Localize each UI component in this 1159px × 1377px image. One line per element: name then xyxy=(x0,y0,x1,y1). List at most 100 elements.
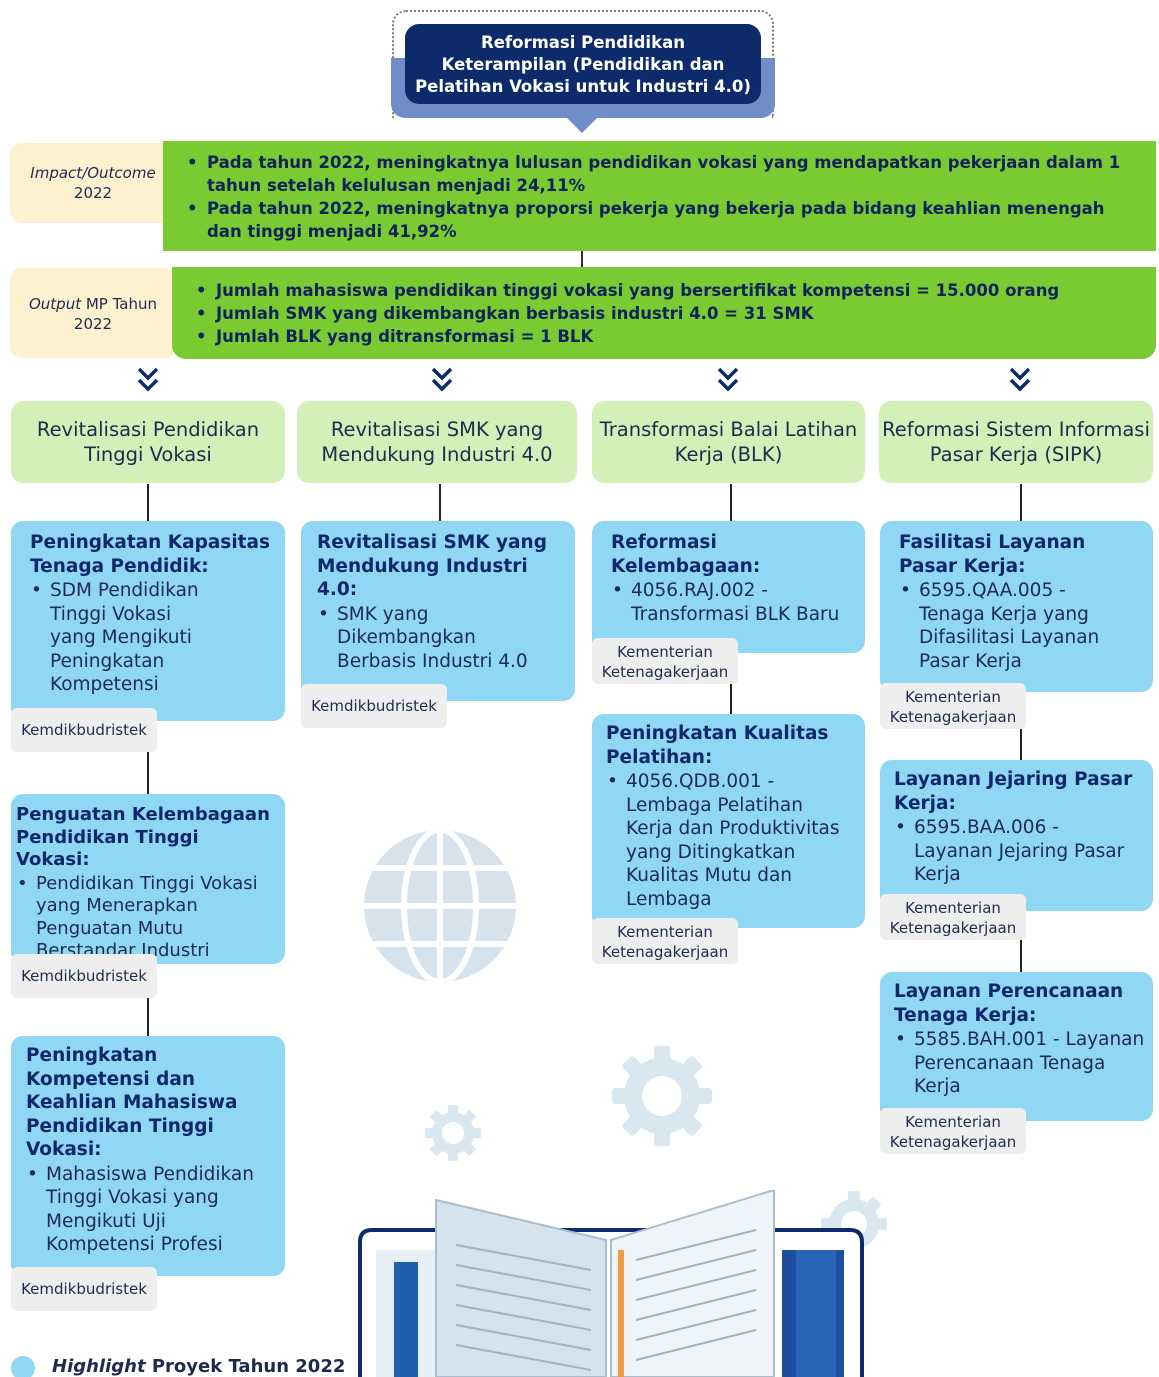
agency-badge: Kemdikbudristek xyxy=(11,954,157,998)
output-label: Output MP Tahun 2022 xyxy=(10,268,176,358)
card-title-line: Pendidikan Tinggi xyxy=(26,1115,214,1137)
agency-badge: Kementerian Ketenagakerjaan xyxy=(880,894,1026,940)
legend-label: Highlight Proyek Tahun 2022 xyxy=(52,1356,345,1377)
agency-badge: Kemdikbudristek xyxy=(11,1267,157,1311)
card-item-line: Tenaga Kerja yang xyxy=(919,603,1089,625)
output-bullet: Jumlah SMK yang dikembangkan berbasis in… xyxy=(186,302,1142,325)
card-item-line: Kompetensi Profesi xyxy=(46,1234,223,1255)
card-item-line: Layanan Jejaring Pasar xyxy=(914,840,1125,862)
card-title-line: Layanan Perencanaan xyxy=(894,981,1124,1002)
output-bullet: Jumlah mahasiswa pendidikan tinggi vokas… xyxy=(186,279,1142,302)
agency-line: Ketenagakerjaan xyxy=(889,1133,1017,1151)
title-line: Keterampilan (Pendidikan dan xyxy=(441,55,725,74)
card-item-line: 4056.QDB.001 - xyxy=(626,771,775,792)
card-item-line: Transformasi BLK Baru xyxy=(631,603,840,625)
agency-badge: Kementerian Ketenagakerjaan xyxy=(880,683,1026,729)
card-item-line: yang Mengikuti xyxy=(50,627,192,648)
card-title-line: Peningkatan Kualitas xyxy=(606,723,829,744)
program-line: Transformasi Balai Latihan xyxy=(599,418,858,441)
agency-line: Kementerian xyxy=(905,899,1001,917)
card-title-line: Reformasi xyxy=(611,532,717,553)
agency-badge: Kementerian Ketenagakerjaan xyxy=(880,1108,1026,1154)
connector-line xyxy=(730,484,732,521)
card-item: 4056.RAJ.002 - Transformasi BLK Baru xyxy=(611,579,857,626)
card-layanan-perencanaan: Layanan Perencanaan Tenaga Kerja: 5585.B… xyxy=(880,972,1153,1121)
card-item-line: Penguatan Mutu xyxy=(36,917,184,939)
card-title-line: Pasar Kerja: xyxy=(899,555,1026,577)
card-title-line: 4.0: xyxy=(317,579,358,600)
card-item: Pendidikan Tinggi Vokasi yang Menerapkan… xyxy=(16,873,277,963)
card-item-line: Kualitas Mutu dan xyxy=(626,865,793,886)
connector-line xyxy=(147,484,149,521)
agency-line: Ketenagakerjaan xyxy=(889,708,1017,726)
card-title-line: Mendukung Industri xyxy=(317,555,528,577)
card-item-line: Berbasis Industri 4.0 xyxy=(337,650,528,672)
card-item-line: Tinggi Vokasi xyxy=(50,603,172,625)
card-item-line: 5585.BAH.001 - Layanan xyxy=(914,1029,1145,1050)
agency-badge: Kemdikbudristek xyxy=(11,708,157,752)
connector-line xyxy=(1020,729,1022,760)
output-bullet: Jumlah BLK yang ditransformasi = 1 BLK xyxy=(186,325,1142,348)
agency-line: Ketenagakerjaan xyxy=(601,943,729,961)
card-peningkatan-kapasitas: Peningkatan Kapasitas Tenaga Pendidik: S… xyxy=(11,521,285,721)
output-label-italic: Output xyxy=(28,295,82,313)
card-kualitas-pelatihan: Peningkatan Kualitas Pelatihan: 4056.QDB… xyxy=(592,714,865,928)
card-item-line: Perencanaan Tenaga xyxy=(914,1052,1106,1074)
card-item-line: Tinggi Vokasi yang xyxy=(46,1187,219,1208)
agency-badge: Kementerian Ketenagakerjaan xyxy=(592,918,738,964)
gear-icon xyxy=(821,1191,887,1257)
title-line: Pelatihan Vokasi untuk Industri 4.0) xyxy=(415,77,751,96)
card-title-line: Keahlian Mahasiswa xyxy=(26,1092,238,1113)
card-item: 4056.QDB.001 - Lembaga Pelatihan Kerja d… xyxy=(606,770,857,911)
agency-badge: Kemdikbudristek xyxy=(301,684,447,728)
card-item-line: Lembaga Pelatihan xyxy=(626,794,803,816)
card-item-line: Peningkatan xyxy=(50,650,165,672)
card-item-line: Pendidikan Tinggi Vokasi xyxy=(36,872,258,894)
impact-label: Impact/Outcome 2022 xyxy=(10,143,176,223)
card-fasilitasi-layanan: Fasilitasi Layanan Pasar Kerja: 6595.QAA… xyxy=(880,521,1153,692)
connector-line xyxy=(147,998,149,1036)
impact-box: Pada tahun 2022, meningkatnya lulusan pe… xyxy=(163,141,1156,251)
card-title-line: Peningkatan xyxy=(26,1045,158,1066)
card-penguatan-kelembagaan: Penguatan Kelembagaan Pendidikan Tinggi … xyxy=(11,794,285,964)
card-kompetensi-mahasiswa: Peningkatan Kompetensi dan Keahlian Maha… xyxy=(11,1036,285,1276)
agency-line: Kementerian xyxy=(905,688,1001,706)
gear-icon xyxy=(425,1105,481,1161)
card-item: 6595.QAA.005 - Tenaga Kerja yang Difasil… xyxy=(899,579,1145,673)
card-title: Fasilitasi Layanan Pasar Kerja: xyxy=(899,531,1145,578)
program-line: Revitalisasi Pendidikan xyxy=(36,418,260,441)
card-item-line: Kompetensi xyxy=(50,674,159,695)
impact-output-connector xyxy=(581,251,583,268)
card-title-line: Kompetensi dan xyxy=(26,1068,196,1090)
legend-rest: Proyek Tahun 2022 xyxy=(145,1356,346,1377)
card-item-line: Pasar Kerja xyxy=(919,650,1022,672)
program-line: Revitalisasi SMK yang xyxy=(330,418,544,441)
connector-line xyxy=(147,752,149,794)
output-label-rest: MP Tahun xyxy=(81,295,158,313)
card-title-line: Peningkatan Kapasitas xyxy=(30,532,270,553)
agency-line: Kementerian xyxy=(617,643,713,661)
card-item-line: Lembaga xyxy=(626,888,712,910)
card-item-line: 4056.RAJ.002 - xyxy=(631,580,768,601)
legend-italic: Highlight xyxy=(52,1356,146,1377)
book-illustration xyxy=(358,1190,864,1377)
card-item-line: 6595.BAA.006 - xyxy=(914,817,1059,838)
card-item-line: Difasilitasi Layanan xyxy=(919,627,1100,648)
card-title: Layanan Jejaring Pasar Kerja: xyxy=(894,768,1145,815)
agency-line: Ketenagakerjaan xyxy=(889,919,1017,937)
program-line: Kerja (BLK) xyxy=(674,443,783,466)
card-title-line: Fasilitasi Layanan xyxy=(899,532,1086,553)
connector-line xyxy=(1020,484,1022,521)
program-line: Pasar Kerja (SIPK) xyxy=(929,443,1103,466)
agency-line: Kementerian xyxy=(905,1113,1001,1131)
connector-line xyxy=(439,484,441,521)
card-title: Peningkatan Kapasitas Tenaga Pendidik: xyxy=(30,531,275,578)
program-line: Reformasi Sistem Informasi xyxy=(882,418,1150,441)
card-item-line: Mengikuti Uji xyxy=(46,1210,166,1232)
card-title: Layanan Perencanaan Tenaga Kerja: xyxy=(894,980,1145,1027)
legend-swatch xyxy=(11,1356,35,1377)
chevron-down-icon xyxy=(1009,366,1031,394)
